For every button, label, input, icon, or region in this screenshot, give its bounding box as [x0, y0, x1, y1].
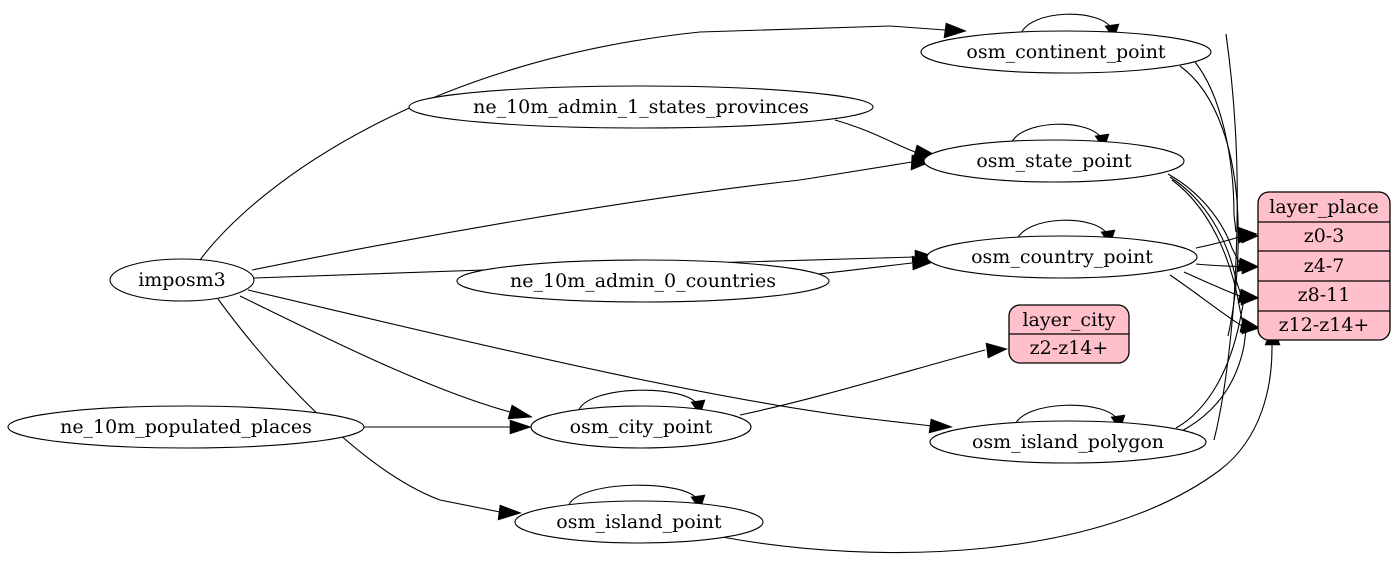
edge-osm_country_point-to-layer_place-z12-z14+: [1169, 274, 1261, 334]
edge-ne_10m_populated_places-to-osm_city_point: [364, 419, 532, 435]
layer-node-layer_place[interactable]: layer_place z0-3 z4-7 z8-11 z12-z14+: [1257, 191, 1391, 341]
node-osm_island_point[interactable]: osm_island_point: [514, 500, 764, 544]
edge-imposm3-to-osm_city_point: [239, 295, 533, 420]
layer-node-layer_city[interactable]: layer_city z2-z14+: [1008, 304, 1130, 364]
node-osm_continent_point[interactable]: osm_continent_point: [920, 30, 1212, 74]
edge-osm_island_polygon-to-layer_place-z12-z14+: [1179, 324, 1261, 433]
node-osm_city_point[interactable]: osm_city_point: [530, 405, 752, 449]
edge-osm_island_polygon-to-layer_place-z8-11: [1175, 295, 1260, 429]
node-layer: imposm3 ne_10m_admin_1_states_provinces …: [7, 30, 1212, 544]
edge-osm_country_point-to-layer_place-z4-7: [1195, 260, 1259, 275]
edge-imposm3-to-osm_continent_point: [199, 22, 967, 261]
edge-osm_country_point-to-layer_place-z0-3: [1195, 229, 1259, 249]
node-ne_10m_admin_0_countries[interactable]: ne_10m_admin_0_countries: [456, 259, 830, 303]
edge-imposm3-to-osm_state_point: [251, 154, 934, 271]
edge-imposm3-to-osm_island_polygon: [247, 289, 953, 434]
node-osm_country_point[interactable]: osm_country_point: [926, 235, 1198, 279]
edge-osm_city_point-to-layer_city-z2-z14+: [739, 342, 1008, 416]
node-imposm3[interactable]: imposm3: [109, 258, 255, 302]
edge-ne_10m_admin_0_countries-to-osm_country_point: [817, 255, 934, 275]
edge-layer: [199, 13, 1281, 554]
node-ne_10m_populated_places[interactable]: ne_10m_populated_places: [7, 405, 365, 449]
node-osm_state_point[interactable]: osm_state_point: [923, 139, 1185, 183]
node-ne_10m_admin_1_states_provinces[interactable]: ne_10m_admin_1_states_provinces: [408, 85, 874, 129]
edge-ne_10m_admin_1_states_provinces-to-osm_state_point: [834, 119, 938, 160]
node-osm_island_polygon[interactable]: osm_island_polygon: [929, 420, 1207, 464]
edge-routing-spline: [1213, 33, 1238, 441]
